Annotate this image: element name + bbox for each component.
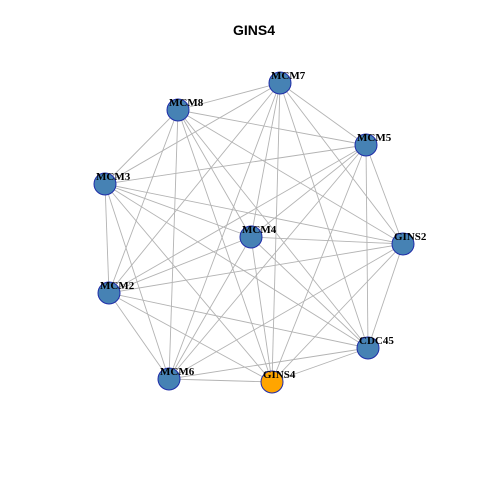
node-label-gins4: GINS4	[263, 369, 296, 381]
edge-mcm8-mcm5	[177, 109, 367, 146]
edge-gins2-gins4	[271, 243, 404, 383]
edge-mcm3-gins4	[104, 183, 273, 383]
node-label-mcm7: MCM7	[271, 70, 306, 82]
edge-mcm4-gins4	[250, 236, 273, 383]
node-mcm8[interactable]	[166, 98, 190, 122]
node-mcm7[interactable]	[268, 71, 292, 95]
edge-mcm2-mcm6	[108, 292, 170, 380]
node-mcm6[interactable]	[157, 367, 181, 391]
edge-mcm5-gins4	[271, 144, 367, 383]
edge-mcm7-mcm3	[104, 82, 281, 185]
node-label-mcm8: MCM8	[169, 97, 204, 109]
diagram-title: GINS4	[233, 22, 275, 38]
edge-mcm5-mcm2	[108, 144, 367, 294]
node-mcm4[interactable]	[239, 225, 263, 249]
edge-mcm4-mcm2	[108, 236, 252, 294]
edge-mcm4-gins2	[250, 236, 404, 245]
edge-mcm6-gins4	[168, 378, 273, 383]
edge-mcm8-mcm6	[168, 109, 179, 380]
edge-gins2-cdc45	[367, 243, 404, 349]
edge-mcm5-mcm6	[168, 144, 367, 380]
edge-mcm8-mcm2	[108, 109, 179, 294]
edge-mcm8-mcm4	[177, 109, 252, 238]
node-gins4[interactable]	[260, 370, 284, 394]
edge-mcm7-mcm5	[279, 82, 367, 146]
edge-mcm3-mcm4	[104, 183, 252, 238]
node-label-mcm4: MCM4	[242, 224, 277, 236]
edge-mcm4-cdc45	[250, 236, 369, 349]
edge-mcm7-gins2	[279, 82, 404, 245]
node-label-mcm3: MCM3	[96, 171, 131, 183]
edge-mcm5-gins2	[365, 144, 404, 245]
edge-mcm3-mcm2	[104, 183, 110, 294]
edge-mcm7-mcm2	[108, 82, 281, 294]
edge-gins2-mcm2	[108, 243, 404, 294]
node-label-cdc45: CDC45	[359, 335, 394, 347]
edge-layer	[104, 82, 404, 383]
edge-mcm5-cdc45	[365, 144, 369, 349]
edge-gins2-mcm6	[168, 243, 404, 380]
node-mcm2[interactable]	[97, 281, 121, 305]
node-label-gins2: GINS2	[394, 231, 427, 243]
edge-cdc45-gins4	[271, 347, 369, 383]
edge-mcm7-cdc45	[279, 82, 369, 349]
edge-mcm4-mcm6	[168, 236, 252, 380]
node-layer	[93, 71, 415, 394]
node-label-mcm5: MCM5	[357, 132, 392, 144]
edge-mcm5-mcm4	[250, 144, 367, 238]
edge-mcm7-mcm8	[177, 82, 281, 111]
node-gins2[interactable]	[391, 232, 415, 256]
edge-mcm8-gins4	[177, 109, 273, 383]
edge-mcm3-gins2	[104, 183, 404, 245]
edge-mcm8-mcm3	[104, 109, 179, 185]
edge-mcm8-cdc45	[177, 109, 369, 349]
edge-cdc45-mcm6	[168, 347, 369, 380]
node-label-mcm6: MCM6	[160, 366, 195, 378]
node-label-mcm2: MCM2	[100, 280, 135, 292]
node-cdc45[interactable]	[356, 336, 380, 360]
edge-mcm5-mcm3	[104, 144, 367, 185]
edge-mcm7-mcm6	[168, 82, 281, 380]
node-mcm5[interactable]	[354, 133, 378, 157]
edge-mcm8-gins2	[177, 109, 404, 245]
node-mcm3[interactable]	[93, 172, 117, 196]
edge-mcm3-cdc45	[104, 183, 369, 349]
edge-mcm2-cdc45	[108, 292, 369, 349]
